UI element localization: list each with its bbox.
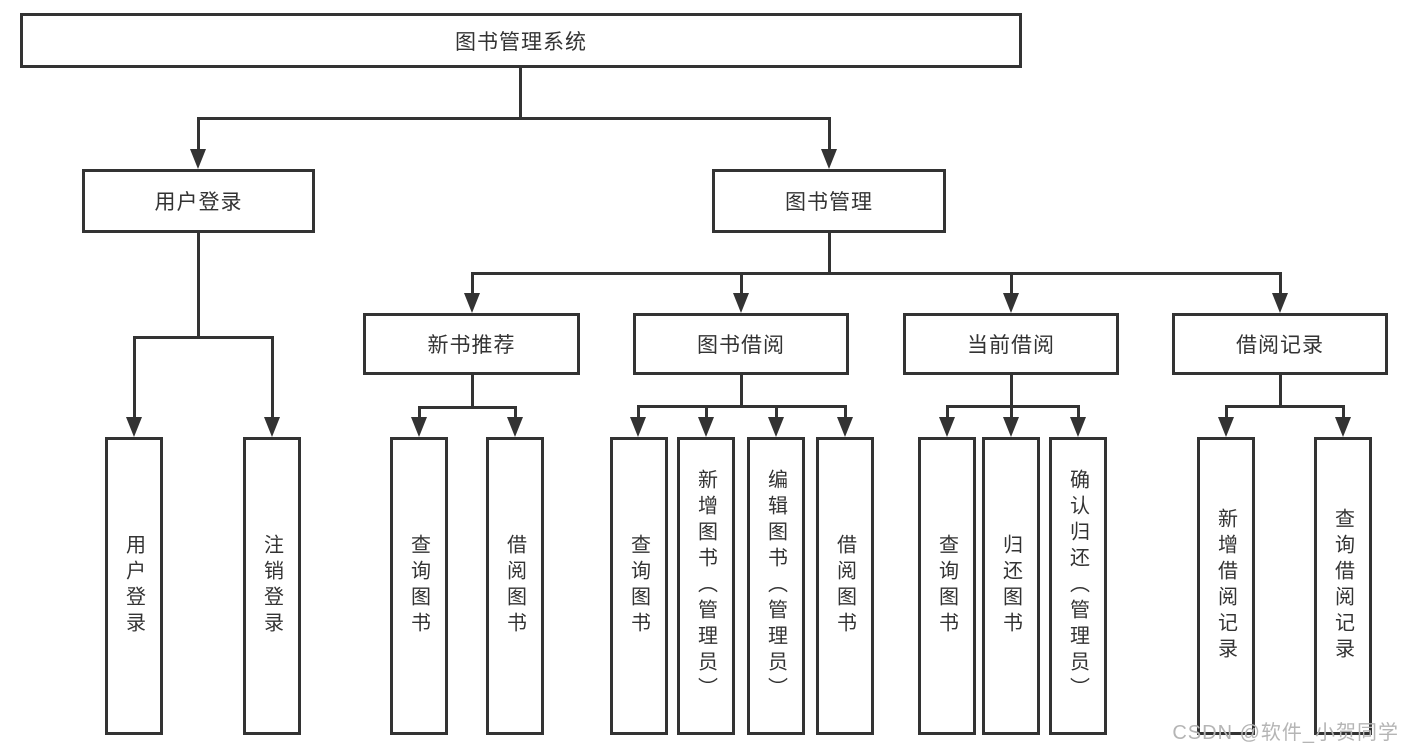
connector-line — [133, 336, 273, 339]
node-root: 图书管理系统 — [20, 13, 1022, 68]
node-leaf-bb-query-books: 查询图书 — [610, 437, 668, 735]
arrow-down — [190, 149, 206, 169]
leaf-label: 确认归还（管理员） — [1066, 469, 1089, 703]
leaf-label: 查询借阅记录 — [1331, 508, 1354, 664]
node-book-borrow: 图书借阅 — [633, 313, 849, 375]
node-book-borrow-label: 图书借阅 — [697, 334, 785, 357]
csdn-watermark: CSDN @软件_小贺同学 — [1172, 722, 1399, 744]
node-leaf-rec-borrow-books: 借阅图书 — [486, 437, 544, 735]
connector-line — [197, 117, 831, 120]
connector-line — [775, 405, 778, 417]
arrow-down — [1070, 417, 1086, 437]
node-book-mgmt-label: 图书管理 — [785, 191, 873, 214]
arrow-down — [768, 417, 784, 437]
connector-line — [705, 405, 708, 417]
node-leaf-logout: 注销登录 — [243, 437, 301, 735]
arrow-down — [264, 417, 280, 437]
connector-line — [418, 406, 516, 409]
node-borrow-record-label: 借阅记录 — [1236, 334, 1324, 357]
connector-line — [519, 68, 522, 117]
arrow-down — [733, 293, 749, 313]
arrow-down — [1003, 417, 1019, 437]
connector-line — [471, 272, 1281, 275]
arrow-down — [1272, 293, 1288, 313]
arrow-down — [126, 417, 142, 437]
node-leaf-rec-query-books: 查询图书 — [390, 437, 448, 735]
connector-line — [1342, 405, 1345, 417]
leaf-label: 编辑图书（管理员） — [764, 469, 787, 703]
arrow-down — [630, 417, 646, 437]
connector-line — [133, 336, 136, 417]
connector-line — [740, 375, 743, 405]
node-current-borrow-label: 当前借阅 — [967, 334, 1055, 357]
connector-line — [1225, 405, 1343, 408]
node-leaf-bb-edit-books-admin: 编辑图书（管理员） — [747, 437, 805, 735]
connector-line — [637, 405, 640, 417]
arrow-down — [698, 417, 714, 437]
node-root-label: 图书管理系统 — [455, 30, 587, 54]
connector-line — [471, 272, 474, 293]
leaf-label: 借阅图书 — [833, 534, 856, 638]
connector-line — [1010, 375, 1013, 405]
connector-line — [740, 272, 743, 293]
connector-line — [1225, 405, 1228, 417]
leaf-label: 注销登录 — [260, 534, 283, 638]
leaf-label: 用户登录 — [122, 534, 145, 638]
node-leaf-cb-query-books: 查询图书 — [918, 437, 976, 735]
node-new-book-rec: 新书推荐 — [363, 313, 580, 375]
leaf-label: 查询图书 — [407, 534, 430, 638]
leaf-label: 归还图书 — [999, 534, 1022, 638]
leaf-label: 新增借阅记录 — [1214, 508, 1237, 664]
arrow-down — [837, 417, 853, 437]
connector-line — [828, 117, 831, 149]
node-book-mgmt: 图书管理 — [712, 169, 946, 233]
node-user-login-label: 用户登录 — [154, 191, 243, 214]
node-user-login: 用户登录 — [82, 169, 315, 233]
leaf-label: 查询图书 — [935, 534, 958, 638]
connector-line — [1279, 272, 1282, 293]
connector-line — [1010, 272, 1013, 293]
connector-line — [828, 233, 831, 272]
arrow-down — [821, 149, 837, 169]
arrow-down — [1335, 417, 1351, 437]
node-leaf-bb-borrow-books: 借阅图书 — [816, 437, 874, 735]
leaf-label: 借阅图书 — [503, 534, 526, 638]
node-leaf-user-login: 用户登录 — [105, 437, 163, 735]
connector-line — [271, 336, 274, 417]
connector-line — [514, 406, 517, 417]
node-leaf-cb-confirm-return-admin: 确认归还（管理员） — [1049, 437, 1107, 735]
arrow-down — [411, 417, 427, 437]
arrow-down — [939, 417, 955, 437]
arrow-down — [1218, 417, 1234, 437]
connector-line — [1010, 405, 1013, 417]
node-borrow-record: 借阅记录 — [1172, 313, 1388, 375]
leaf-label: 新增图书（管理员） — [694, 469, 717, 703]
connector-line — [197, 233, 200, 336]
connector-line — [637, 405, 845, 408]
arrow-down — [507, 417, 523, 437]
node-current-borrow: 当前借阅 — [903, 313, 1119, 375]
node-leaf-cb-return-books: 归还图书 — [982, 437, 1040, 735]
connector-line — [844, 405, 847, 417]
node-leaf-br-query-record: 查询借阅记录 — [1314, 437, 1372, 735]
arrow-down — [464, 293, 480, 313]
connector-line — [1077, 405, 1080, 417]
connector-line — [946, 405, 949, 417]
arrow-down — [1003, 293, 1019, 313]
node-new-book-rec-label: 新书推荐 — [427, 334, 516, 357]
leaf-label: 查询图书 — [627, 534, 650, 638]
connector-line — [197, 117, 200, 149]
connector-line — [1279, 375, 1282, 405]
node-leaf-br-add-record: 新增借阅记录 — [1197, 437, 1255, 735]
node-leaf-bb-add-books-admin: 新增图书（管理员） — [677, 437, 735, 735]
connector-line — [471, 375, 474, 406]
connector-line — [418, 406, 421, 417]
